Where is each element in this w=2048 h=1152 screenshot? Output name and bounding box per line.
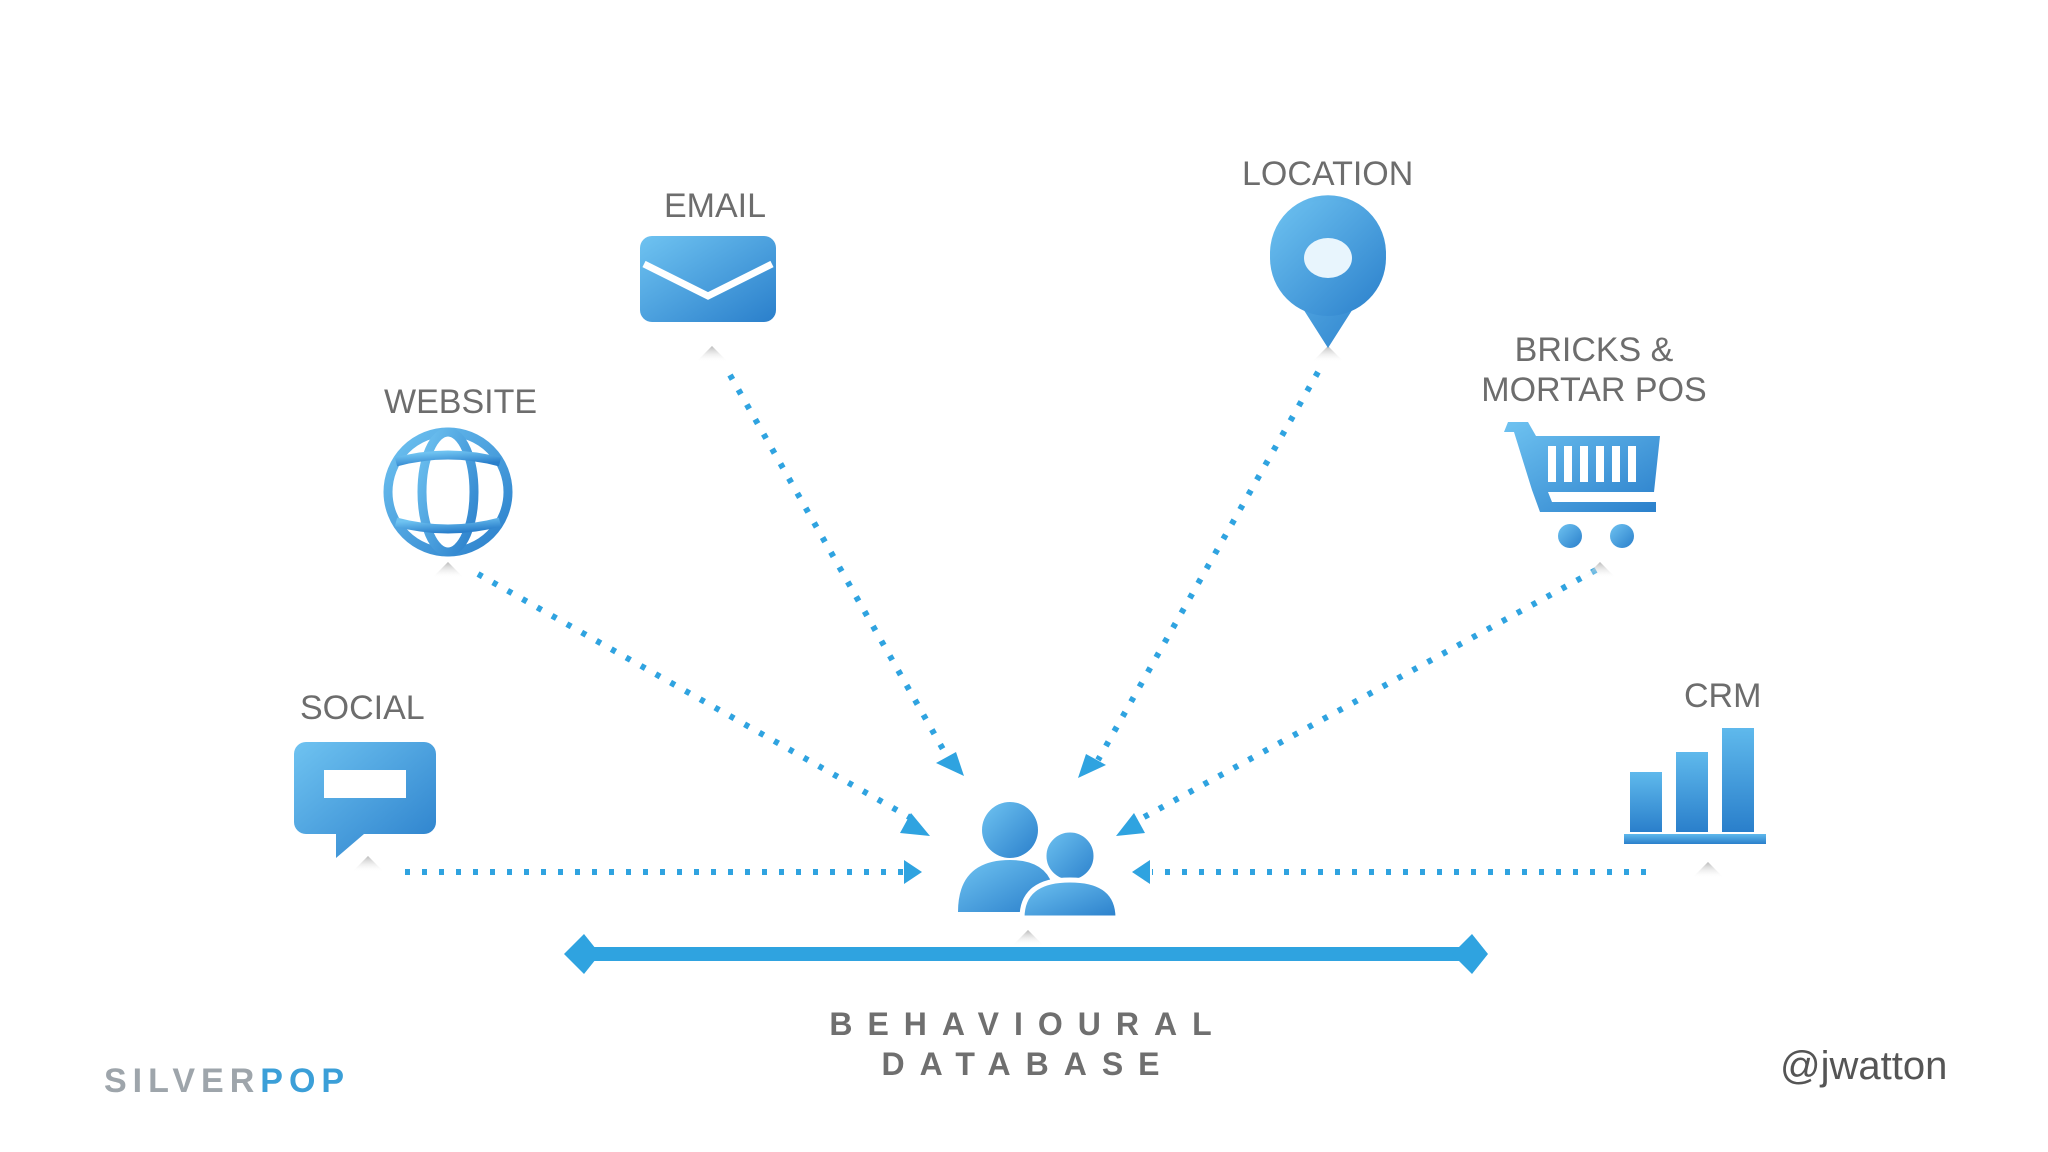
arrowhead-website (900, 813, 930, 836)
label-pos-line2: MORTAR POS (1481, 371, 1707, 409)
logo-part-silver: SILVER (104, 1062, 261, 1100)
envelope-icon (640, 236, 776, 322)
label-location: LOCATION (1242, 155, 1414, 193)
shopping-cart-icon (1504, 422, 1660, 548)
connector-website (476, 571, 920, 825)
arrowhead-email (936, 752, 964, 776)
speech-bubble-icon (294, 742, 436, 858)
silverpop-logo: SILVERPOP (104, 1062, 350, 1101)
label-pos-line1: BRICKS & (1514, 331, 1674, 369)
center-title-line1: BEHAVIOURAL (829, 1006, 1227, 1042)
label-crm: CRM (1684, 677, 1762, 715)
globe-icon (383, 427, 513, 557)
icon-shadows (352, 346, 1724, 946)
center-title-line2: DATABASE (881, 1046, 1175, 1082)
label-social: SOCIAL (300, 689, 425, 727)
people-icon (958, 802, 1121, 921)
bar-chart-icon (1624, 728, 1766, 844)
arrowheads (900, 752, 1150, 884)
connector-email (727, 373, 951, 760)
arrowhead-location (1078, 754, 1106, 778)
connector-location (1095, 370, 1321, 762)
label-website: WEBSITE (384, 383, 538, 421)
arrowhead-social (904, 860, 922, 884)
logo-part-pop: POP (260, 1062, 351, 1100)
label-email: EMAIL (664, 187, 767, 225)
map-pin-icon (1270, 195, 1387, 348)
twitter-handle: @jwatton (1780, 1044, 1948, 1088)
connectors (405, 370, 1646, 875)
database-bar (564, 934, 1488, 974)
connector-pos (1133, 567, 1598, 825)
arrowhead-pos (1116, 813, 1145, 836)
arrowhead-crm (1132, 860, 1150, 884)
